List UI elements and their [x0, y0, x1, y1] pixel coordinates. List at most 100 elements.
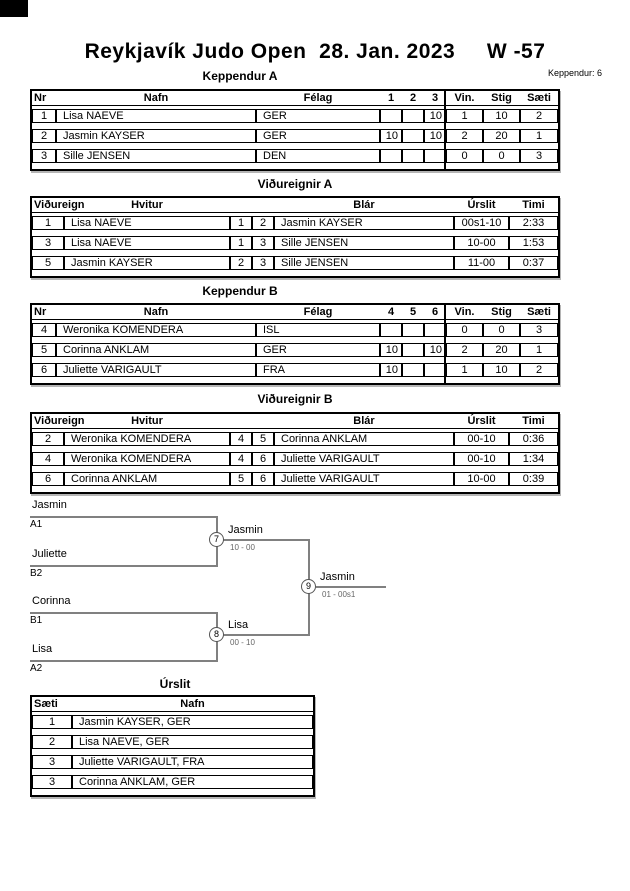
- table-row: 2 Jasmin KAYSER GER 10 10 2 20 1: [32, 129, 558, 146]
- points-cell: 20: [483, 129, 520, 143]
- place-cell: 3: [32, 755, 72, 769]
- blue-nr-cell: 2: [252, 216, 274, 230]
- wins-cell: 0: [446, 323, 483, 337]
- bracket-slot-name: Juliette: [32, 548, 67, 560]
- nr-cell: 1: [32, 109, 56, 123]
- club-cell: GER: [256, 343, 380, 357]
- group-separator: [444, 305, 446, 383]
- score-cell: [424, 323, 446, 337]
- score-cell: 10: [380, 363, 402, 377]
- matches-b-title: Viðureignir B: [257, 392, 333, 406]
- final-score: 01 - 00s1: [322, 590, 356, 599]
- time-cell: 1:34: [509, 452, 558, 466]
- white-name-cell: Lisa NAEVE: [64, 236, 230, 250]
- wins-cell: 2: [446, 343, 483, 357]
- table-row: 4 Weronika KOMENDERA ISL 0 0 3: [32, 323, 558, 340]
- table-row: 2 Lisa NAEVE, GER: [32, 735, 313, 752]
- nr-cell: 4: [32, 323, 56, 337]
- name-cell: Jasmin KAYSER: [56, 129, 256, 143]
- name-cell: Juliette VARIGAULT, FRA: [72, 755, 313, 769]
- bracket-connector: [217, 539, 310, 541]
- score-cell: [380, 109, 402, 123]
- header-stig: Stig: [491, 92, 512, 104]
- place-cell: 3: [32, 775, 72, 789]
- final-winner: Jasmin: [320, 571, 355, 583]
- table-row: 4 Weronika KOMENDERA 4 6 Juliette VARIGA…: [32, 452, 558, 469]
- final-bracket: Jasmin A1 Juliette B2 Corinna B1 Lisa A2…: [30, 495, 395, 680]
- pool-b-table: Nr Nafn Félag 4 5 6 Vin. Stig Sæti 4 Wer…: [30, 303, 560, 385]
- header-col2: 2: [409, 92, 417, 104]
- points-cell: 20: [483, 343, 520, 357]
- wins-cell: 1: [446, 363, 483, 377]
- semi2-score: 00 - 10: [230, 638, 255, 647]
- club-cell: FRA: [256, 363, 380, 377]
- header-blar: Blár: [353, 415, 375, 427]
- pool-a-table: Nr Nafn Félag 1 2 3 Vin. Stig Sæti 1 Lis…: [30, 89, 560, 171]
- table-row: 3 Corinna ANKLAM, GER: [32, 775, 313, 792]
- semi1-score: 10 - 00: [230, 543, 255, 552]
- club-cell: GER: [256, 109, 380, 123]
- table-row: 1 Lisa NAEVE 1 2 Jasmin KAYSER 00s1-10 2…: [32, 216, 558, 233]
- nr-cell: 3: [32, 149, 56, 163]
- bracket-slot-seed: B1: [30, 615, 43, 626]
- bracket-line: [30, 612, 218, 614]
- pool-b-title: Keppendur B: [202, 284, 278, 298]
- white-name-cell: Weronika KOMENDERA: [64, 432, 230, 446]
- score-cell: 10: [424, 109, 446, 123]
- header-nr: Nr: [34, 306, 47, 318]
- match-number-badge: 9: [301, 579, 316, 594]
- name-cell: Weronika KOMENDERA: [56, 323, 256, 337]
- blue-name-cell: Juliette VARIGAULT: [274, 472, 454, 486]
- table-row: 5 Jasmin KAYSER 2 3 Sille JENSEN 11-00 0…: [32, 256, 558, 273]
- table-row: 6 Corinna ANKLAM 5 6 Juliette VARIGAULT …: [32, 472, 558, 489]
- header-col3: 3: [431, 92, 439, 104]
- table-row: 3 Lisa NAEVE 1 3 Sille JENSEN 10-00 1:53: [32, 236, 558, 253]
- blue-nr-cell: 6: [252, 452, 274, 466]
- score-cell: [424, 363, 446, 377]
- score-cell: [380, 149, 402, 163]
- wins-cell: 2: [446, 129, 483, 143]
- blue-name-cell: Jasmin KAYSER: [274, 216, 454, 230]
- result-cell: 10-00: [454, 472, 509, 486]
- pool-a-title: Keppendur A: [202, 69, 278, 83]
- score-cell: [424, 149, 446, 163]
- table-row: 3 Juliette VARIGAULT, FRA: [32, 755, 313, 772]
- blue-nr-cell: 6: [252, 472, 274, 486]
- pool-a-header-row: Nr Nafn Félag 1 2 3 Vin. Stig Sæti: [32, 91, 558, 106]
- header-vin: Vin.: [454, 92, 475, 104]
- header-vidureign: Viðureign: [34, 415, 85, 427]
- header-nr: Nr: [34, 92, 47, 104]
- white-nr-cell: 5: [230, 472, 252, 486]
- club-cell: DEN: [256, 149, 380, 163]
- place-cell: 3: [520, 323, 558, 337]
- matches-b-table: Viðureign Hvitur Blár Úrslit Timi 2 Wero…: [30, 412, 560, 494]
- header-timi: Timi: [522, 199, 545, 211]
- blue-nr-cell: 5: [252, 432, 274, 446]
- match-nr-cell: 3: [32, 236, 64, 250]
- header-saeti: Sæti: [527, 306, 551, 318]
- result-cell: 00s1-10: [454, 216, 509, 230]
- club-cell: GER: [256, 129, 380, 143]
- blue-nr-cell: 3: [252, 236, 274, 250]
- score-cell: 10: [424, 343, 446, 357]
- name-cell: Lisa NAEVE: [56, 109, 256, 123]
- header-vidureign: Viðureign: [34, 199, 85, 211]
- bracket-line: [30, 660, 218, 662]
- header-vin: Vin.: [454, 306, 475, 318]
- blue-name-cell: Juliette VARIGAULT: [274, 452, 454, 466]
- header-urslit: Úrslit: [467, 199, 496, 211]
- bracket-winner-line: [316, 586, 386, 588]
- group-separator: [444, 91, 446, 169]
- header-col1: 1: [387, 92, 395, 104]
- place-cell: 1: [32, 715, 72, 729]
- nr-cell: 5: [32, 343, 56, 357]
- white-nr-cell: 1: [230, 236, 252, 250]
- wins-cell: 1: [446, 109, 483, 123]
- bracket-slot-name: Lisa: [32, 643, 53, 655]
- corner-black-box: [0, 0, 28, 17]
- place-cell: 2: [32, 735, 72, 749]
- result-cell: 00-10: [454, 432, 509, 446]
- bracket-line: [30, 565, 218, 567]
- score-cell: [402, 129, 424, 143]
